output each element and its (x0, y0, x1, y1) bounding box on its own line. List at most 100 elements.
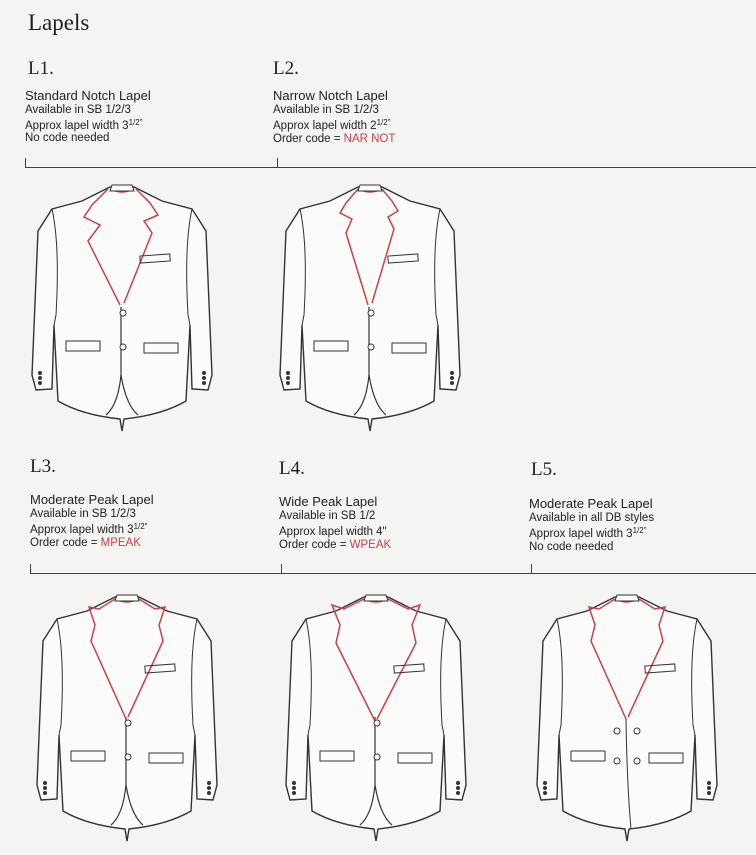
lapel-order: Order code = MPEAK (30, 537, 141, 549)
breast-pocket (393, 663, 425, 674)
cuff-button (456, 791, 460, 795)
sleeve-seam (186, 208, 193, 326)
cuff-button (202, 371, 206, 375)
lapel-outline (587, 598, 627, 720)
button (373, 753, 381, 761)
button (367, 309, 375, 317)
lapel-outline (627, 598, 667, 718)
cuff-button (543, 781, 547, 785)
jacket-illustration (31, 184, 213, 432)
cuff-button (207, 786, 211, 790)
cuff-button (450, 381, 454, 385)
jacket-illustration (536, 594, 718, 842)
lapel-outline (127, 598, 167, 718)
cuff-button (286, 371, 290, 375)
jacket-illustration (279, 184, 461, 432)
row-divider (25, 167, 756, 168)
breast-pocket (139, 253, 171, 264)
cuff-button (456, 786, 460, 790)
lapel-outline (338, 188, 369, 306)
button (124, 753, 132, 761)
lapel-order: Order code = WPEAK (279, 539, 392, 551)
collar (357, 184, 383, 192)
sleeve-seam (440, 618, 447, 736)
sleeve-seam (691, 618, 698, 736)
lapel-name: Standard Notch Lapel (25, 88, 151, 103)
lapel-outline (330, 598, 376, 722)
cuff-button (43, 781, 47, 785)
lapel-outline (87, 598, 127, 720)
row-divider (30, 573, 756, 574)
lapel-code: L3. (30, 456, 56, 477)
collar (614, 594, 640, 602)
cuff-button (292, 791, 296, 795)
sleeve-seam (434, 208, 441, 326)
button (124, 719, 132, 727)
collar (109, 184, 135, 192)
lapel-order: Order code = NAR NOT (273, 133, 396, 145)
jacket-body (285, 596, 467, 842)
lapel-availability: Available in all DB styles (529, 512, 655, 524)
sleeve-seam (191, 618, 198, 736)
front-edge (125, 784, 144, 826)
button (613, 727, 621, 735)
sleeve-seam (556, 618, 563, 736)
cuff-button (207, 781, 211, 785)
flap-pocket (319, 750, 355, 762)
cuff-button (38, 371, 42, 375)
sleeve-seam (299, 208, 306, 326)
cuff-button (707, 786, 711, 790)
lapel-outline (123, 188, 160, 304)
button (373, 719, 381, 727)
lapel-width: Approx lapel width 4" (279, 526, 387, 538)
flap-pocket (648, 752, 684, 764)
lapel-width: Approx lapel width 31/2" (25, 118, 143, 132)
lapel-code: L4. (279, 458, 305, 479)
jacket-illustration (285, 594, 467, 842)
cuff-button (286, 381, 290, 385)
cuff-button (450, 371, 454, 375)
sleeve-seam (56, 618, 63, 736)
cuff-button (292, 786, 296, 790)
collar (114, 594, 140, 602)
sleeve-seam (305, 618, 312, 736)
cuff-button (707, 791, 711, 795)
cuff-button (38, 381, 42, 385)
breast-pocket (644, 663, 676, 674)
jacket-body (279, 186, 461, 432)
divider-tick (531, 564, 532, 573)
flap-pocket (148, 752, 184, 764)
lapel-width: Approx lapel width 21/2" (273, 118, 391, 132)
front-edge (120, 374, 139, 416)
button (613, 757, 621, 765)
breast-pocket (144, 663, 176, 674)
lapel-name: Wide Peak Lapel (279, 494, 378, 509)
lapel-code: L1. (28, 58, 54, 79)
cuff-button (43, 791, 47, 795)
cuff-button (43, 786, 47, 790)
divider-tick (281, 564, 282, 573)
lapel-code: L5. (531, 459, 557, 480)
lapel-outline (82, 188, 121, 306)
page-title: Lapels (28, 10, 90, 35)
flap-pocket (313, 340, 349, 352)
lapel-width: Approx lapel width 31/2" (529, 526, 647, 540)
button (367, 343, 375, 351)
lapel-name: Moderate Peak Lapel (30, 492, 154, 507)
flap-pocket (397, 752, 433, 764)
lapel-availability: Available in SB 1/2/3 (30, 508, 136, 520)
jacket-body (536, 596, 718, 842)
flap-pocket (391, 342, 427, 354)
cuff-button (707, 781, 711, 785)
cuff-button (450, 376, 454, 380)
flap-pocket (570, 750, 606, 762)
divider-tick (30, 564, 31, 573)
flap-pocket (65, 340, 101, 352)
lapel-order: No code needed (529, 541, 614, 553)
collar (363, 594, 389, 602)
front-edge (625, 718, 632, 830)
flap-pocket (143, 342, 179, 354)
breast-pocket (387, 253, 419, 264)
cuff-button (286, 376, 290, 380)
cuff-button (202, 381, 206, 385)
